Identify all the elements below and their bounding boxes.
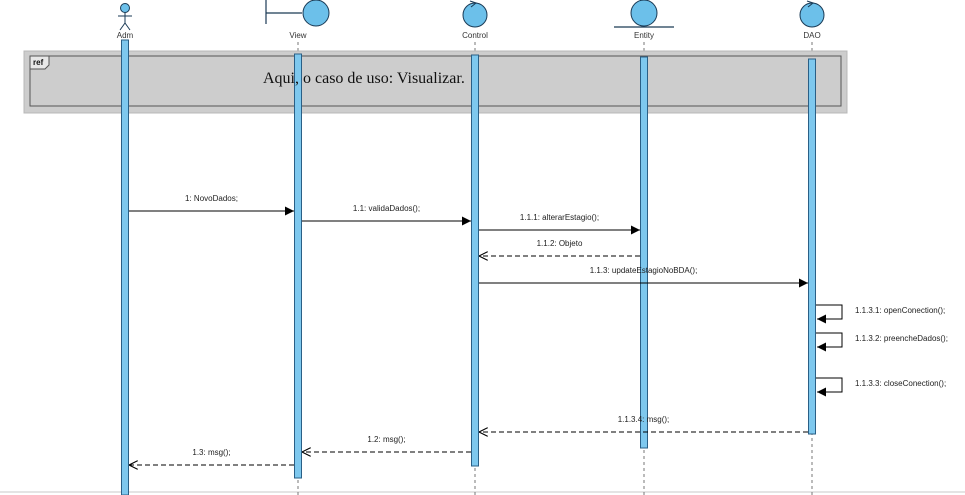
message-label-1-1-1-alterarestagio: 1.1.1: alterarEstagio(); — [520, 213, 599, 222]
activation-bar-entity — [640, 56, 648, 449]
self-message-arrow-1-1-3-2-preenchedados — [816, 332, 843, 352]
ref-frame-tag-box — [29, 55, 50, 70]
boundary-circle-icon — [302, 0, 330, 27]
self-message-arrow-1-1-3-1-openconection — [816, 304, 843, 324]
actor-head-icon — [120, 3, 130, 13]
participant-label-adm: Adm — [117, 31, 134, 40]
message-label-1-novodados: 1: NovoDados; — [185, 194, 238, 203]
message-label-1-1-2-objeto: 1.1.2: Objeto — [537, 239, 583, 248]
participant-label-control: Control — [462, 31, 488, 40]
control-arrow-icon-control — [469, 0, 478, 8]
message-label-1-1-3-3-closeconection: 1.1.3.3: closeConection(); — [855, 379, 946, 388]
message-label-1-1-3-updateestagionobda: 1.1.3: updateEstagioNoBDA(); — [590, 266, 698, 275]
message-label-1-2-msg: 1.2: msg(); — [367, 435, 405, 444]
control-arrow-icon-dao — [806, 0, 815, 8]
actor-right-leg-icon — [124, 22, 131, 31]
message-label-1-1-validadados: 1.1: validaDados(); — [353, 204, 420, 213]
activation-bar-adm — [121, 39, 129, 495]
control-circle-icon-control — [462, 2, 488, 28]
ref-frame-text: Aqui, o caso de uso: Visualizar. — [263, 70, 465, 87]
entity-circle-icon — [630, 0, 658, 27]
self-message-arrow-1-1-3-3-closeconection — [816, 377, 843, 397]
control-circle-icon-dao — [799, 2, 825, 28]
activation-bar-control — [471, 54, 479, 467]
participant-label-entity: Entity — [634, 31, 654, 40]
activation-bar-dao — [808, 58, 816, 435]
message-label-1-1-3-1-openconection: 1.1.3.1: openConection(); — [855, 306, 945, 315]
message-label-1-1-3-4-msg: 1.1.3.4: msg(); — [618, 415, 670, 424]
message-label-1-1-3-2-preenchedados: 1.1.3.2: preencheDados(); — [855, 334, 948, 343]
participant-label-view: View — [289, 31, 306, 40]
activation-bar-view — [294, 53, 302, 479]
message-label-1-3-msg: 1.3: msg(); — [192, 448, 230, 457]
participant-label-dao: DAO — [803, 31, 820, 40]
ref-frame-tag: ref — [33, 58, 44, 67]
ref-frame — [29, 55, 842, 107]
actor-left-leg-icon — [119, 22, 126, 31]
